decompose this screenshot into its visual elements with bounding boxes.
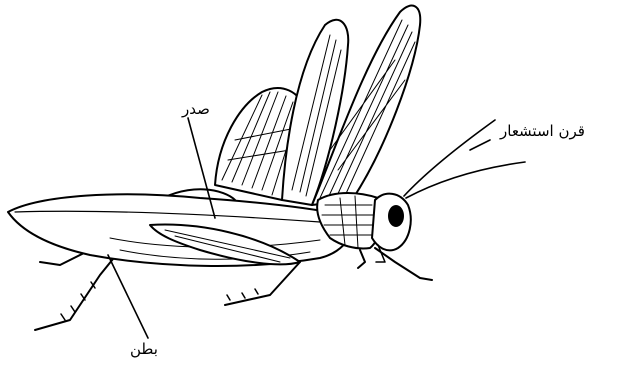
antenna-label: قرن استشعار [500, 122, 585, 140]
abdomen-label: بطن [130, 340, 158, 358]
head [372, 194, 411, 262]
front-legs [358, 248, 432, 280]
eye-icon [389, 206, 403, 226]
abdomen-leader-line [108, 255, 148, 338]
thorax-label: صدر [182, 100, 210, 118]
antenna-leader-line [470, 140, 490, 150]
